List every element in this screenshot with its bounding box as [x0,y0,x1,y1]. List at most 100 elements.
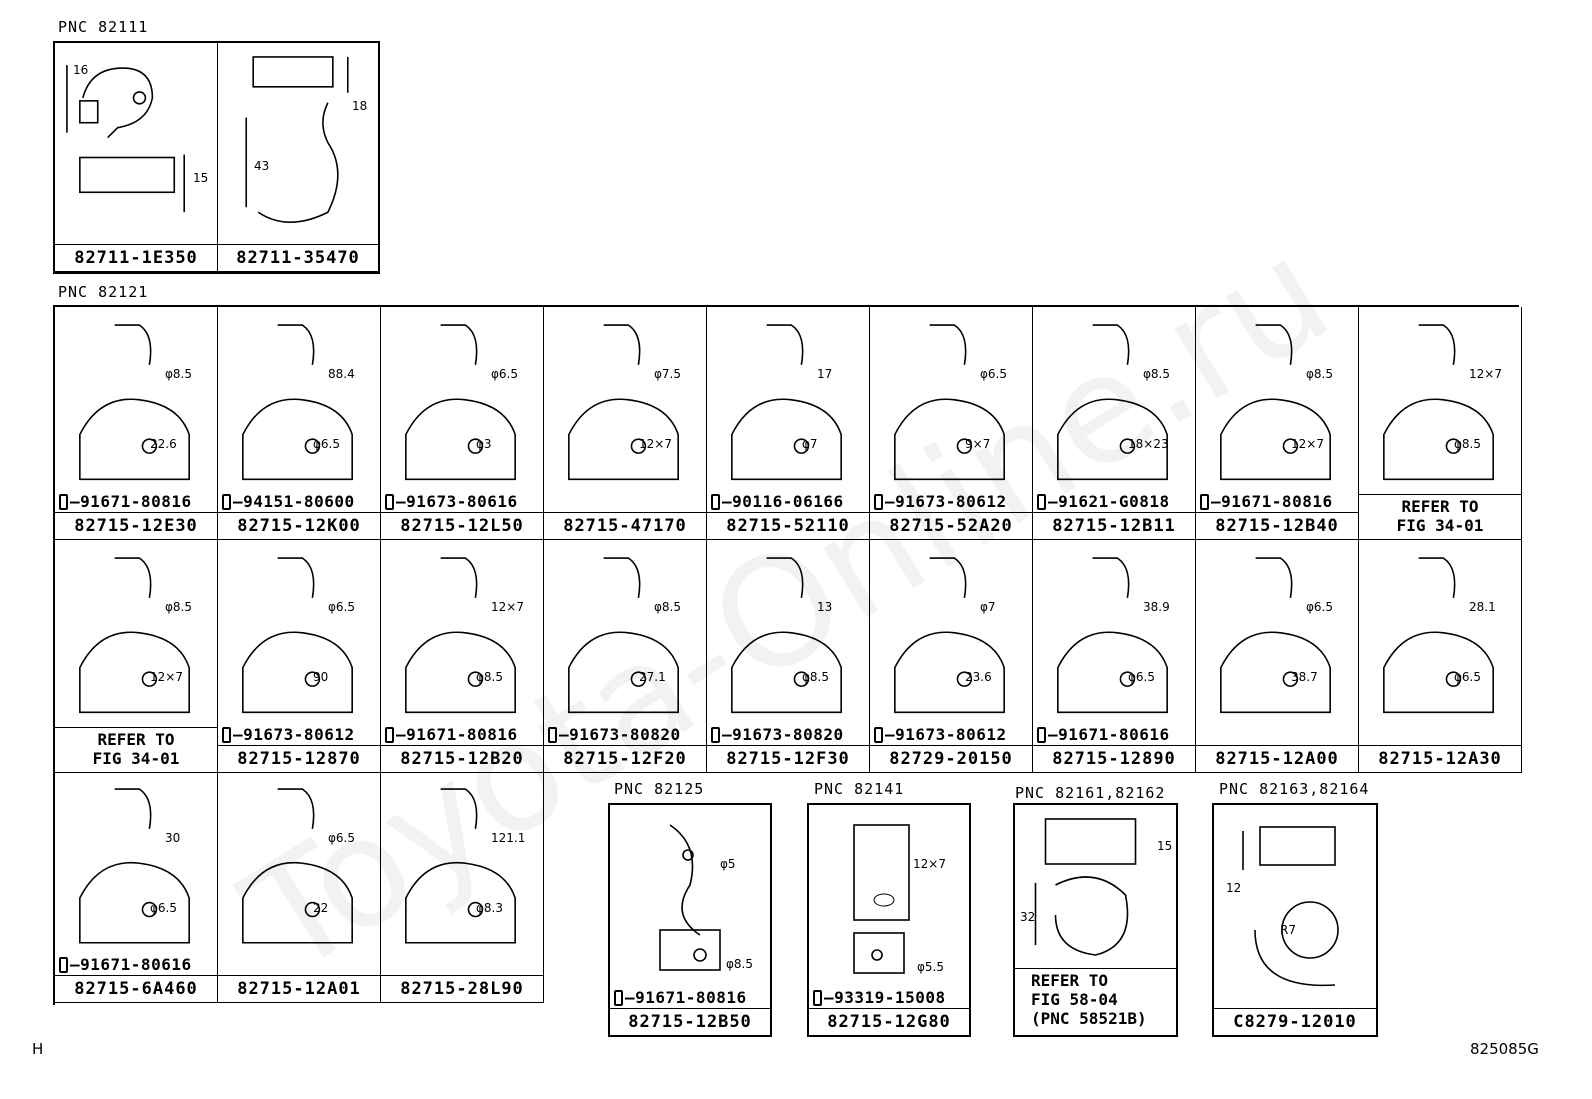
bolt-icon [548,727,557,743]
bolt-callout: —91673-80612 [874,725,1007,744]
pnc-82161-box[interactable]: 15 32 REFER TO FIG 58-04 (PNC 58521B) [1013,803,1178,1037]
part-number[interactable]: 82711-35470 [218,244,378,271]
bolt-callout: —94151-80600 [222,492,355,511]
dim-label: 12 [1226,881,1242,895]
part-number[interactable]: 82715-12K00 [218,512,380,539]
part-number[interactable]: 82715-12F30 [707,745,869,772]
part-number[interactable]: 82715-12870 [218,745,380,772]
dim-label: φ6.5 [313,437,340,451]
part-number[interactable]: 82715-52A20 [870,512,1032,539]
dim-label: 16 [73,63,89,77]
part-cell[interactable]: 16 15 82711-1E350 [55,43,218,272]
bolt-number: —91671-80816 [70,492,192,511]
part-number[interactable]: 82715-12A00 [1196,745,1358,772]
bracket-sketch [659,824,721,971]
part-number[interactable]: 82715-12G80 [809,1008,969,1035]
dim-label: 121.1 [491,831,526,845]
pnc-label-82163: PNC 82163,82164 [1219,780,1370,798]
part-number[interactable]: 82715-12B11 [1033,512,1195,539]
dim-label: φ6.5 [150,901,177,915]
part-number[interactable]: 82715-12A30 [1359,745,1521,772]
refer-note[interactable]: REFER TO FIG 34-01 [1359,494,1521,539]
pnc-82125-box[interactable]: φ5 φ8.5 —91671-80816 82715-12B50 [608,803,772,1037]
bracket-sketch [568,557,679,714]
part-cell[interactable]: 18 43 82711-35470 [218,43,378,272]
page-code: 825085G [1470,1040,1539,1058]
dim-label: 17 [817,367,833,381]
bracket-sketch [731,557,842,714]
dim-label: 38.7 [1291,670,1318,684]
part-number[interactable]: 82715-12B40 [1196,512,1358,539]
part-number[interactable]: 82715-6A460 [55,975,217,1002]
part-number[interactable]: 82715-47170 [544,512,706,539]
bolt-callout: —93319-15008 [813,988,946,1007]
pnc-label-82161: PNC 82161,82162 [1015,784,1166,802]
part-number[interactable]: 82729-20150 [870,745,1032,772]
bracket-sketch [242,557,353,714]
part-number[interactable]: 82715-12L50 [381,512,543,539]
part-number[interactable]: C8279-12010 [1214,1008,1376,1035]
dim-label: 38.9 [1143,600,1170,614]
refer-note[interactable]: REFER TO FIG 34-01 [55,727,217,772]
bolt-callout: —91671-80816 [614,988,747,1007]
part-cell[interactable]: φ6.5 22 82715-12A01 [218,771,381,1003]
dim-label: φ8.5 [802,670,829,684]
bracket-sketch [1057,324,1168,481]
bracket-sketch [1383,557,1494,714]
dim-label: φ8.5 [476,670,503,684]
page-letter: H [32,1040,44,1058]
dim-label: 23.6 [965,670,992,684]
part-number[interactable]: 82711-1E350 [55,244,217,271]
dim-label: 22 [313,901,329,915]
part-number[interactable]: 82715-28L90 [381,975,543,1002]
part-number[interactable]: 82715-12B20 [381,745,543,772]
part-number[interactable]: 82715-12B50 [610,1008,770,1035]
bolt-icon [385,494,394,510]
bolt-number: —91673-80820 [559,725,681,744]
part-number[interactable]: 82715-12890 [1033,745,1195,772]
dim-label: φ7 [980,600,996,614]
dim-label: 43 [254,159,270,173]
dim-label: 22.6 [150,437,177,451]
bolt-icon [711,494,720,510]
pnc-82163-box[interactable]: 12 R7 C8279-12010 [1212,803,1378,1037]
clip-sketch [1242,826,1339,987]
part-number[interactable]: 82715-52110 [707,512,869,539]
bolt-icon [59,957,68,973]
dim-label: φ6.5 [328,831,355,845]
dim-label: 90 [313,670,329,684]
dim-label: 12×7 [1291,437,1324,451]
part-number[interactable]: 82715-12F20 [544,745,706,772]
pnc-82141-box[interactable]: 12×7 φ5.5 —93319-15008 82715-12G80 [807,803,971,1037]
bolt-icon [385,727,394,743]
bracket-sketch [79,557,190,714]
clip-sketch [245,56,349,223]
dim-label: R7 [1280,923,1296,937]
part-number[interactable]: 82715-12E30 [55,512,217,539]
bracket-sketch [242,788,353,944]
refer-note[interactable]: REFER TO FIG 58-04 (PNC 58521B) [1015,968,1176,1035]
part-number[interactable]: 82715-12A01 [218,975,380,1002]
clip-sketch [66,65,185,213]
bolt-callout: —91671-80816 [385,725,518,744]
